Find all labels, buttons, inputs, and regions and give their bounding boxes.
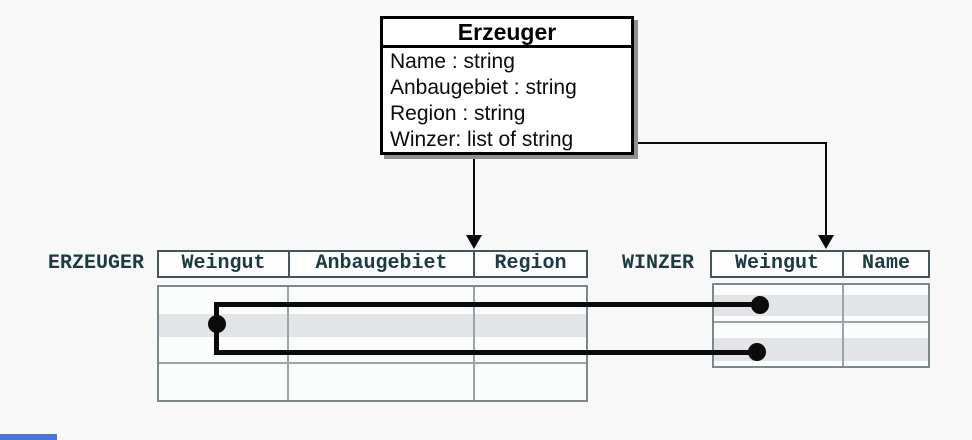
class-attribute-list: Name : string Anbaugebiet : string Regio… [383, 48, 631, 153]
arrow-winzer-attr-head-icon [818, 235, 834, 249]
class-attribute-anbaugebiet: Anbaugebiet : string [390, 76, 577, 99]
class-attribute-winzer: Winzer: list of string [390, 128, 574, 151]
winzer-body-column-separator [842, 285, 844, 366]
record-link-dot-winzer-1 [751, 296, 769, 314]
winzer-body-row-separator [714, 321, 928, 323]
arrow-class-to-erzeuger-head-icon [466, 235, 482, 249]
winzer-col-weingut: Weingut [734, 252, 819, 275]
erzeuger-body-row-separator [159, 362, 586, 364]
record-link-lower-connector [214, 350, 757, 355]
record-link-upper-connector [214, 302, 760, 307]
winzer-table-label: WINZER [621, 252, 694, 275]
winzer-col-name: Name [842, 252, 928, 276]
erzeuger-table-label: ERZEUGER [47, 252, 144, 275]
record-link-dot-erzeuger [208, 315, 226, 333]
class-box-erzeuger: Erzeuger Name : string Anbaugebiet : str… [380, 16, 634, 155]
winzer-table-header: Weingut Name [710, 250, 930, 278]
erzeuger-body-column-separator [473, 287, 475, 400]
class-attribute-region: Region : string [390, 102, 526, 125]
erzeuger-body-column-separator [287, 287, 289, 400]
erzeuger-table-header: Weingut Anbaugebiet Region [157, 250, 588, 278]
arrow-class-to-erzeuger-line [473, 152, 475, 237]
erzeuger-col-anbaugebiet: Anbaugebiet [288, 252, 473, 276]
class-attribute-name: Name : string [390, 50, 515, 73]
arrow-winzer-attr-vertical-line [825, 142, 827, 237]
class-title: Erzeuger [383, 19, 631, 48]
record-link-dot-winzer-2 [748, 343, 766, 361]
winzer-highlighted-row-2 [714, 338, 928, 361]
erzeuger-col-region: Region [473, 252, 586, 276]
arrow-winzer-attr-horizontal-line [602, 142, 827, 144]
erzeuger-col-weingut: Weingut [181, 252, 266, 275]
erzeuger-highlighted-row [159, 314, 586, 337]
accent-bar [0, 434, 57, 440]
winzer-table-body [712, 283, 930, 368]
